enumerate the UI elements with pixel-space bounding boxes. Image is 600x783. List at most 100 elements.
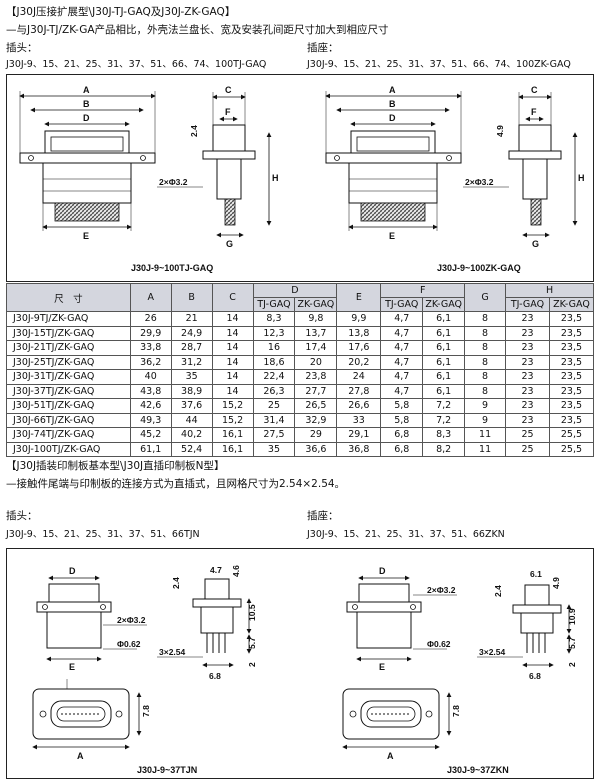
hole-label: 2×Φ3.2 bbox=[427, 585, 456, 595]
cell-c: 14 bbox=[211, 340, 254, 356]
cell-b: 31,2 bbox=[170, 354, 213, 370]
dim-pcb-width-label: 6.8 bbox=[209, 671, 221, 681]
cell-f-zk: 6,1 bbox=[422, 311, 466, 327]
figure-caption-zk-gaq: J30J-9~100ZK-GAQ bbox=[437, 263, 521, 273]
cell-c: 14 bbox=[211, 354, 254, 370]
cell-model: J30J-21TJ/ZK-GAQ bbox=[6, 340, 131, 356]
cell-d-tj: 27,5 bbox=[252, 427, 296, 443]
cell-h-zk: 23,5 bbox=[548, 369, 595, 385]
cell-g: 8 bbox=[464, 383, 507, 399]
drawing-tjn: D E 2×Φ3.2 Φ0.62 4.7 4.6 2.4 10.5 bbox=[32, 565, 257, 775]
cell-b: 37,6 bbox=[170, 398, 213, 414]
table-header-row: 尺 寸 A B C D E F G H bbox=[6, 283, 594, 312]
figure-panel-n-type: D E 2×Φ3.2 Φ0.62 4.7 4.6 2.4 10.5 bbox=[6, 548, 594, 779]
dimension-table: 尺 寸 A B C D E F G H TJ-GAQ ZK-GAQ TJ-GAQ… bbox=[6, 283, 595, 457]
cell-b: 40,2 bbox=[170, 427, 213, 443]
plug-models-2: J30J-9、15、21、25、31、37、51、66TJN bbox=[6, 529, 200, 540]
drawing-zk-gaq: A B D E C F G H 4.9 2×Φ3.2 J30J-9~100ZK-… bbox=[325, 85, 585, 273]
cell-e: 17,6 bbox=[336, 340, 382, 356]
header-h: H bbox=[505, 283, 594, 298]
cell-f-tj: 4,7 bbox=[380, 340, 424, 356]
cell-e: 33 bbox=[336, 412, 382, 428]
dim-g-label: G bbox=[532, 239, 539, 249]
hole-label: 2×Φ3.2 bbox=[117, 615, 146, 625]
dim-c-label: C bbox=[531, 85, 538, 95]
cell-e: 36,8 bbox=[336, 441, 382, 457]
header-f-tj: TJ-GAQ bbox=[380, 297, 424, 312]
dim-width-label: 4.7 bbox=[210, 565, 222, 575]
cell-d-zk: 32,9 bbox=[294, 412, 338, 428]
cell-e: 29,1 bbox=[336, 427, 382, 443]
dim-d-label: D bbox=[83, 113, 90, 123]
cell-g: 9 bbox=[464, 398, 507, 414]
dim-flange-label: 2.4 bbox=[493, 585, 503, 597]
dim-a-label: A bbox=[387, 751, 394, 761]
header-c: C bbox=[211, 283, 254, 312]
socket-label-2: 插座： bbox=[307, 510, 339, 522]
grid-label: 3×2.54 bbox=[479, 647, 506, 657]
header-size: 尺 寸 bbox=[6, 283, 131, 312]
cell-f-zk: 7,2 bbox=[422, 398, 466, 414]
cell-f-tj: 4,7 bbox=[380, 311, 424, 327]
dim-height-label: 10.9 bbox=[567, 608, 577, 625]
cell-d-zk: 20 bbox=[294, 354, 338, 370]
cell-c: 14 bbox=[211, 383, 254, 399]
cell-d-zk: 26,5 bbox=[294, 398, 338, 414]
cell-f-tj: 5,8 bbox=[380, 412, 424, 428]
cell-a: 29,9 bbox=[129, 325, 172, 341]
cell-d-zk: 23,8 bbox=[294, 369, 338, 385]
cell-c: 14 bbox=[211, 325, 254, 341]
cell-c: 16,1 bbox=[211, 441, 254, 457]
figure-caption-tj-gaq: J30J-9~100TJ-GAQ bbox=[131, 263, 213, 273]
section1-description: —与J30J-TJ/ZK-GA产品相比，外壳法兰盘长、宽及安装孔间距尺寸加大到相… bbox=[6, 24, 389, 36]
figure-caption-zkn: J30J-9~37ZKN bbox=[447, 765, 509, 775]
cell-h-tj: 23 bbox=[505, 398, 550, 414]
cell-d-tj: 18,6 bbox=[252, 354, 296, 370]
header-a: A bbox=[129, 283, 172, 312]
cell-g: 8 bbox=[464, 354, 507, 370]
dim-e-label: E bbox=[379, 662, 385, 672]
header-f-zk: ZK-GAQ bbox=[422, 297, 466, 312]
cell-c: 14 bbox=[211, 369, 254, 385]
cell-h-zk: 25,5 bbox=[548, 427, 595, 443]
cell-f-tj: 5,8 bbox=[380, 398, 424, 414]
cell-b: 28,7 bbox=[170, 340, 213, 356]
header-h-tj: TJ-GAQ bbox=[505, 297, 550, 312]
dim-a-label: A bbox=[83, 85, 90, 95]
cell-h-zk: 23,5 bbox=[548, 354, 595, 370]
cell-f-tj: 6,8 bbox=[380, 427, 424, 443]
grid-label: 3×2.54 bbox=[159, 647, 186, 657]
cell-model: J30J-100TJ/ZK-GAQ bbox=[6, 441, 131, 457]
cell-d-zk: 13,7 bbox=[294, 325, 338, 341]
cell-e: 20,2 bbox=[336, 354, 382, 370]
cell-model: J30J-15TJ/ZK-GAQ bbox=[6, 325, 131, 341]
cell-model: J30J-25TJ/ZK-GAQ bbox=[6, 354, 131, 370]
cell-d-tj: 35 bbox=[252, 441, 296, 457]
cell-g: 8 bbox=[464, 340, 507, 356]
hole-label: 2×Φ3.2 bbox=[159, 177, 188, 187]
cell-d-tj: 31,4 bbox=[252, 412, 296, 428]
cell-a: 45,2 bbox=[129, 427, 172, 443]
dim-height-label: 10.5 bbox=[247, 604, 257, 621]
cell-h-tj: 23 bbox=[505, 340, 550, 356]
cell-a: 33,8 bbox=[129, 340, 172, 356]
cell-h-zk: 23,5 bbox=[548, 412, 595, 428]
cell-model: J30J-74TJ/ZK-GAQ bbox=[6, 427, 131, 443]
dim-flange-label: 2.4 bbox=[171, 577, 181, 589]
dim-d-label: D bbox=[389, 113, 396, 123]
dim-b-label: B bbox=[389, 99, 396, 109]
cell-model: J30J-66TJ/ZK-GAQ bbox=[6, 412, 131, 428]
header-d-zk: ZK-GAQ bbox=[294, 297, 338, 312]
section2-description: —接触件尾端与印制板的连接方式为直插式，且网格尺寸为2.54×2.54。 bbox=[6, 478, 346, 490]
dim-e-label: E bbox=[69, 662, 75, 672]
cell-a: 40 bbox=[129, 369, 172, 385]
cell-g: 11 bbox=[464, 427, 507, 443]
dim-c-label: C bbox=[225, 85, 232, 95]
cell-a: 26 bbox=[129, 311, 172, 327]
cell-e: 13,8 bbox=[336, 325, 382, 341]
